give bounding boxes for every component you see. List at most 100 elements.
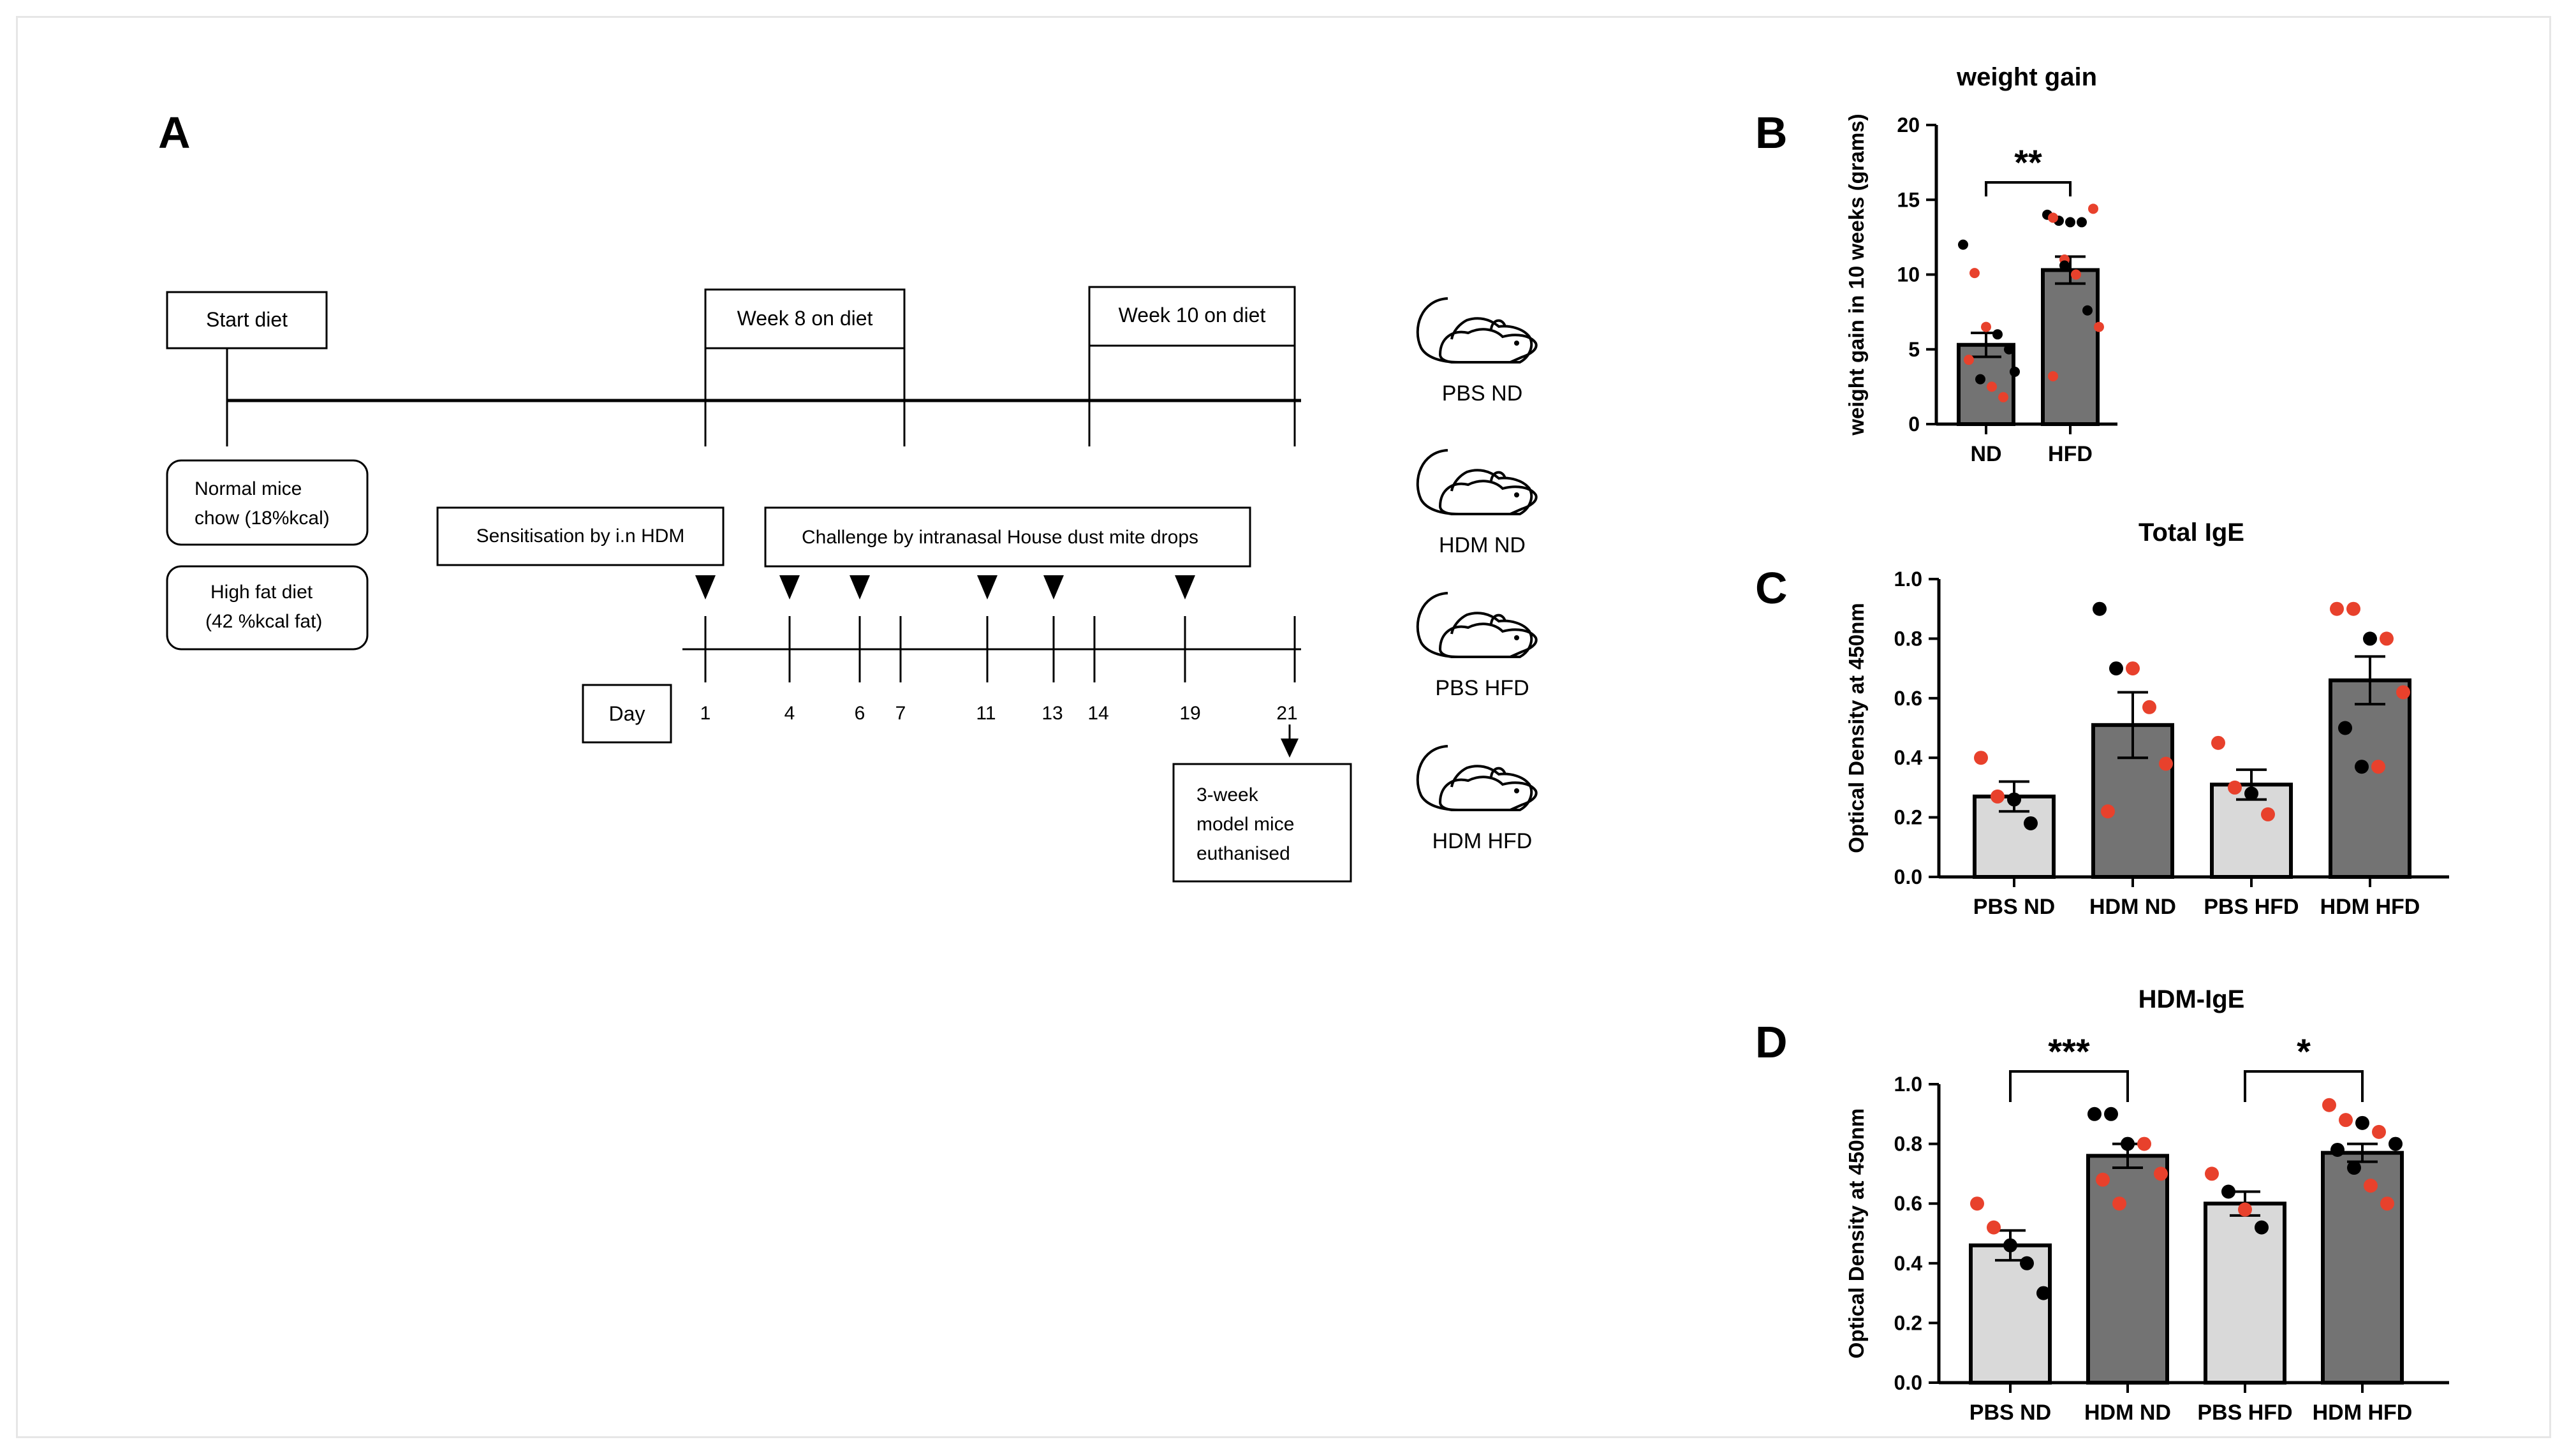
data-point [2088,203,2098,214]
mouse-body-outline [1416,297,1533,364]
bar [2329,678,2411,879]
significance-bracket [2244,1070,2364,1102]
significance-bracket [1985,181,2072,196]
mouse-ear [1490,614,1506,624]
significance-marker: * [2297,1031,2311,1071]
panel-a-label: A [158,108,191,158]
data-point [2071,269,2081,280]
dosing-arrows [695,575,1195,599]
mouse-head-outline [1438,480,1538,515]
data-point [2205,1166,2219,1181]
panel-b-label: B [1755,108,1788,158]
chart-title: weight gain [1956,63,2097,91]
data-point [2211,735,2225,750]
mouse-body-outline [1416,745,1533,811]
week8-box [704,288,906,349]
high-fat-line2: (42 %kcal fat) [205,611,322,632]
euthanised-line1: 3-week [1196,784,1259,805]
data-point [2380,1196,2394,1211]
day-timeline-ticks [704,616,1296,682]
day-number: 4 [784,703,795,724]
significance-bracket [2009,1070,2129,1102]
data-point [1991,789,2005,804]
data-point [2339,1113,2353,1128]
data-point [1970,1196,1984,1211]
day-number: 21 [1276,703,1297,724]
x-tick-label: HDM HFD [2313,1401,2413,1425]
data-point [2087,1107,2102,1121]
euthanised-box [1172,763,1352,883]
euthanised-line3: euthanised [1196,843,1290,864]
bar [2204,1202,2286,1385]
data-point [2244,786,2258,801]
week8-label: Week 8 on diet [737,307,873,330]
day-numbers: 1 4 6 7 11 13 14 19 21 [700,703,1298,724]
bar [1969,1243,2052,1385]
data-point [2372,1124,2386,1139]
data-point [2228,780,2242,795]
mouse-group-label: PBS HFD [1435,676,1529,700]
data-point [2137,1136,2151,1151]
data-point [2112,1196,2126,1211]
significance-marker: *** [2048,1031,2090,1071]
data-point [2221,1184,2235,1199]
x-tick-label: PBS ND [1969,1401,2051,1425]
diet-timeline-ticks [226,346,1296,446]
data-point [1981,321,1991,332]
data-point [2048,371,2058,381]
data-point [2389,1136,2403,1151]
day-number: 19 [1179,703,1200,724]
sensitisation-box [436,506,725,566]
data-point [2082,305,2093,316]
normal-chow-box [166,459,369,546]
week10-box [1088,286,1296,347]
data-point [2126,661,2140,676]
data-point [2048,212,2058,223]
data-point [2007,792,2021,807]
data-point [2255,1220,2269,1235]
mouse-head-outline [1438,622,1538,658]
y-tick-label: 0.8 [1894,1133,1922,1156]
euthanised-line2: model mice [1196,814,1294,835]
day-number: 7 [895,703,906,724]
panel-a: A Start diet Week 8 on diet Week 10 on d… [158,108,1538,883]
data-point [2355,1115,2369,1130]
significance-marker: ** [2014,142,2042,182]
y-tick-label: 0 [1908,413,1920,436]
mouse-head-outline [1438,776,1538,811]
start-diet-box [166,291,328,349]
start-diet-label: Start diet [206,308,288,331]
y-tick-label: 15 [1897,188,1920,211]
x-tick-label: HDM ND [2084,1401,2171,1425]
high-fat-box [166,565,369,651]
data-point [2330,601,2344,616]
data-point [2104,1107,2118,1121]
bar [2041,268,2100,426]
x-tick-label: ND [1970,442,2001,466]
data-point [2065,217,2075,228]
mouse-head-outline [1438,328,1538,364]
normal-chow-line1: Normal mice [195,478,302,499]
day-box [582,684,672,744]
data-point [2338,721,2352,735]
day-label: Day [609,702,645,725]
data-point [2347,1161,2361,1175]
mouse-ear [1490,471,1506,482]
y-tick-label: 20 [1897,114,1920,136]
x-tick-label: HFD [2048,442,2093,466]
mouse-icon [1416,592,1538,658]
y-tick-label: 0.4 [1894,746,1923,769]
mouse-icon [1416,745,1538,811]
x-tick-label: PBS HFD [2197,1401,2292,1425]
data-point [2159,756,2173,771]
data-point [2322,1098,2336,1112]
week10-label: Week 10 on diet [1119,304,1266,327]
mouse-group-label: HDM ND [1439,533,1526,557]
y-tick-label: 5 [1908,338,1920,361]
data-point [1975,374,1985,385]
